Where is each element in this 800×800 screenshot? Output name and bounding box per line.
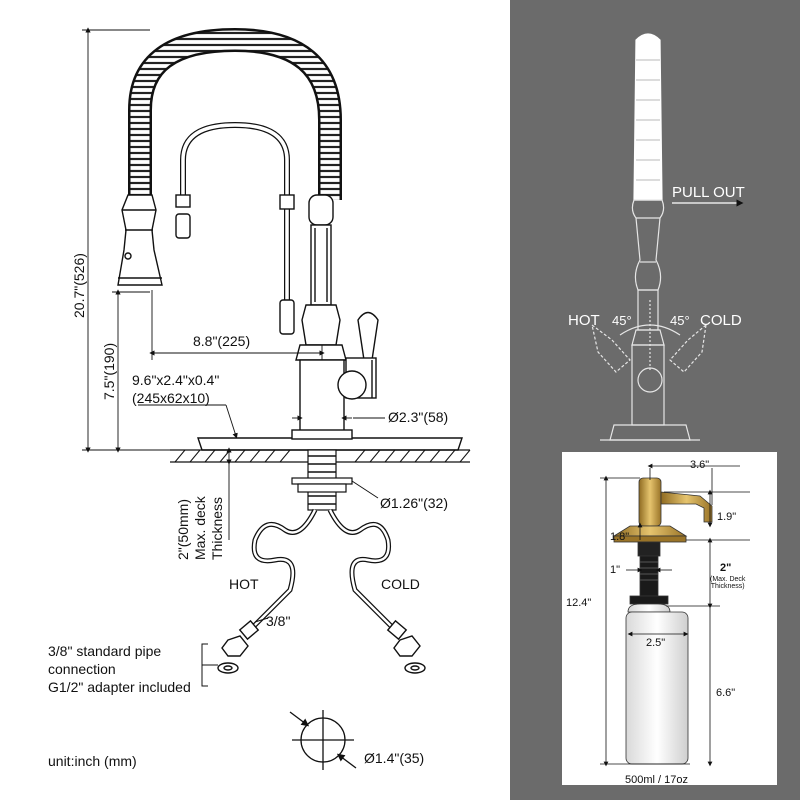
bottle-width-label: 2.5" — [646, 637, 666, 649]
dispenser-deck-note-1: (Max. Deck — [710, 576, 746, 583]
deck-thickness-label-3: Thickness — [209, 496, 225, 560]
spout-height-label: 7.5"(190) — [101, 342, 117, 400]
cold-label: COLD — [381, 576, 420, 592]
dispenser-neck-label: 1" — [610, 564, 621, 576]
bottle-height-label: 6.6" — [716, 687, 736, 699]
pipe-note: 3/8" standard pipe connection G1/2" adap… — [48, 642, 191, 696]
pipe-note-line-3: G1/2" adapter included — [48, 679, 191, 695]
handle-hot-label: HOT — [568, 312, 600, 329]
hose-size-label: 3/8" — [266, 613, 291, 629]
shank-diameter-label: Ø1.26"(32) — [380, 495, 449, 511]
pipe-note-line-1: 3/8" standard pipe — [48, 643, 162, 659]
dispenser-deck-label: 2" — [720, 562, 732, 574]
dispenser-head-label: 1.8" — [610, 531, 630, 543]
pipe-note-line-2: connection — [48, 661, 116, 677]
deck-section — [170, 449, 471, 511]
reach-label: 8.8"(225) — [193, 333, 251, 349]
soap-dispenser — [612, 477, 713, 765]
dispenser-pump-label: 1.9" — [717, 511, 737, 523]
unit-note: unit:inch (mm) — [48, 753, 137, 769]
hot-label: HOT — [229, 576, 259, 592]
dispenser-width-label: 3.6" — [690, 459, 710, 471]
hot-angle-label: 45° — [612, 313, 632, 328]
deck-thickness-label-2: Max. deck — [192, 496, 208, 560]
mounting-hole — [289, 710, 357, 770]
faucet-outline — [117, 27, 463, 451]
hose-fittings — [217, 619, 426, 674]
total-height-label: 20.7"(526) — [71, 253, 87, 318]
deck-thickness-label-1: 2"(50mm) — [175, 499, 191, 560]
capacity-label: 500ml / 17oz — [625, 774, 688, 786]
supply-hoses — [248, 508, 397, 632]
dispenser-deck-note-2: Thickness) — [710, 583, 745, 591]
base-diameter-label: Ø2.3"(58) — [388, 409, 449, 425]
dispenser-total-label: 12.4" — [566, 597, 592, 609]
cold-angle-label: 45° — [670, 313, 690, 328]
handle-cold-label: COLD — [700, 312, 742, 329]
dispenser-deck-note: (Max. Deck Thickness) — [710, 576, 745, 591]
pull-out-drawing — [591, 33, 707, 441]
hole-diameter-label: Ø1.4"(35) — [364, 750, 425, 766]
plate-size-mm-label: (245x62x10) — [132, 390, 210, 406]
plate-size-label: 9.6"x2.4"x0.4" — [132, 372, 220, 388]
faucet-dimension-lines — [82, 27, 385, 540]
dispenser-dimension-lines — [600, 463, 750, 767]
supply-hoses-inner — [249, 509, 396, 631]
pull-out-label: PULL OUT — [672, 184, 745, 201]
